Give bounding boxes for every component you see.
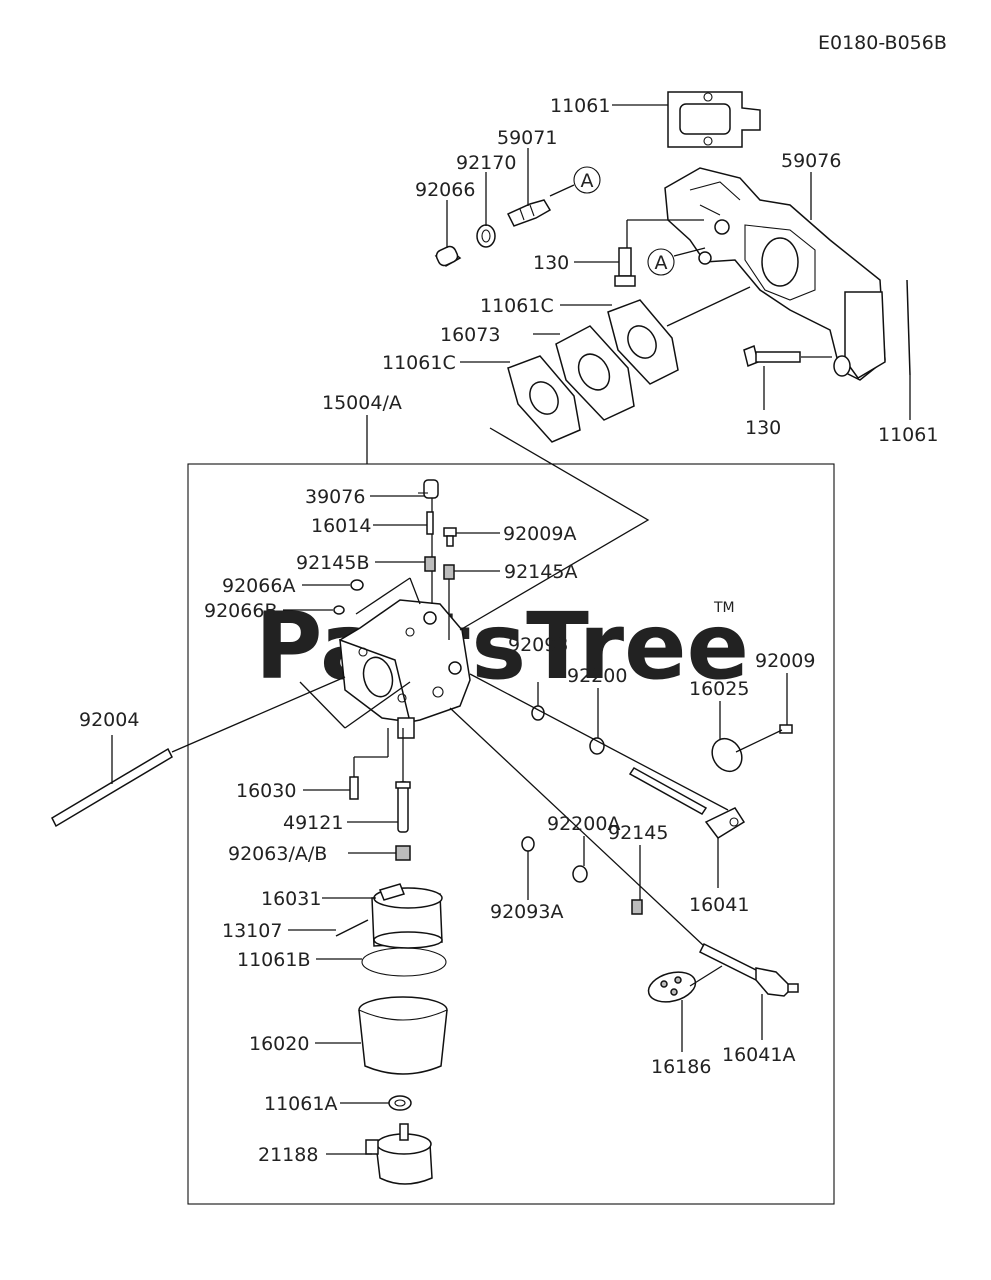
label-59071: 59071 [497,127,557,149]
label-16025: 16025 [689,678,749,700]
part-92145b-spring[interactable] [424,556,436,572]
label-16186: 16186 [651,1056,711,1078]
label-130-upper: 130 [533,252,569,274]
callout-a-top: A [573,166,601,194]
label-92093a: 92093A [490,901,563,923]
part-16014-needle[interactable] [426,511,434,535]
part-92145-spring[interactable] [631,899,643,915]
callout-a-manifold: A [647,248,675,276]
assembly-axis-lines [171,219,832,987]
label-92004: 92004 [79,709,139,731]
label-92066a: 92066A [222,575,295,597]
label-92063: 92063/A/B [228,843,327,865]
part-11061c-gasket-upper[interactable] [607,299,679,385]
label-16030: 16030 [236,780,296,802]
part-92145a-spring[interactable] [443,564,455,580]
label-130-lower: 130 [745,417,781,439]
part-92063-jet[interactable] [395,845,411,861]
part-49121-tube[interactable] [395,781,411,833]
part-39076[interactable] [418,479,439,499]
part-16030-jet[interactable] [349,776,359,800]
svg-text:A: A [581,170,594,192]
label-16073: 16073 [440,324,500,346]
label-leaders [111,104,812,1155]
part-59076-intake-manifold[interactable] [664,167,886,381]
part-92200a-washer[interactable] [572,865,588,883]
part-59071-fitting[interactable] [506,199,552,227]
label-92145: 92145 [608,822,668,844]
label-49121: 49121 [283,812,343,834]
part-labels: 11061 59071 92170 92066 59076 130 11061C… [79,95,938,1166]
label-39076: 39076 [305,486,365,508]
part-92066b-plug[interactable] [333,605,345,615]
label-16020: 16020 [249,1033,309,1055]
label-92170: 92170 [456,152,516,174]
label-92145a: 92145A [504,561,577,583]
part-92009a-screw[interactable] [443,527,457,547]
label-92009a: 92009A [503,523,576,545]
label-92093: 92093 [508,634,568,656]
part-92170-clip[interactable] [476,224,496,248]
label-11061c-lower: 11061C [382,352,456,374]
part-92009-screw[interactable] [779,724,793,734]
label-92200a: 92200A [547,813,620,835]
label-21188: 21188 [258,1144,318,1166]
trademark: TM [713,600,735,616]
part-130-bolt-lower[interactable] [743,344,801,368]
diagram-code: E0180-B056B [818,32,947,54]
part-92066a-plug[interactable] [350,579,364,591]
part-16031-float[interactable] [371,883,443,949]
label-16041a: 16041A [722,1044,795,1066]
part-11061-gasket-right[interactable] [906,279,911,420]
part-11061b-oring[interactable] [361,947,447,977]
part-16020-float-bowl[interactable] [358,996,448,1075]
label-11061a: 11061A [264,1093,337,1115]
svg-text:A: A [655,252,668,274]
label-16041: 16041 [689,894,749,916]
part-16073-spacer[interactable] [555,325,635,421]
part-130-bolt-upper[interactable] [614,247,636,287]
label-59076: 59076 [781,150,841,172]
part-16041-throttle-shaft[interactable] [628,767,746,839]
part-92093a-seal[interactable] [521,836,535,852]
part-carburetor-body[interactable] [339,599,471,739]
label-92200: 92200 [567,665,627,687]
part-11061a-washer[interactable] [388,1095,412,1111]
part-11061c-gasket-lower[interactable] [507,355,581,443]
part-21188-solenoid[interactable] [365,1123,433,1185]
label-13107: 13107 [222,920,282,942]
part-16041a-choke-shaft[interactable] [698,942,799,997]
label-92066b: 92066B [204,600,277,622]
part-11061-gasket-top[interactable] [667,91,761,148]
label-15004a: 15004/A [322,392,402,414]
label-92009: 92009 [755,650,815,672]
label-92145b: 92145B [296,552,369,574]
part-16025-throttle-plate[interactable] [706,733,747,776]
label-11061c-upper: 11061C [480,295,554,317]
carburetor-assembly-frame [187,463,835,1205]
part-16186-choke-plate[interactable] [645,967,699,1006]
part-92200-washer[interactable] [589,737,605,755]
part-13107-pin[interactable] [335,919,369,937]
part-92066-cap[interactable] [434,245,462,268]
part-92004-stud[interactable] [51,747,173,828]
label-16031: 16031 [261,888,321,910]
label-16014: 16014 [311,515,371,537]
label-92066: 92066 [415,179,475,201]
label-11061b: 11061B [237,949,310,971]
label-11061-top: 11061 [550,95,610,117]
label-11061-right: 11061 [878,424,938,446]
